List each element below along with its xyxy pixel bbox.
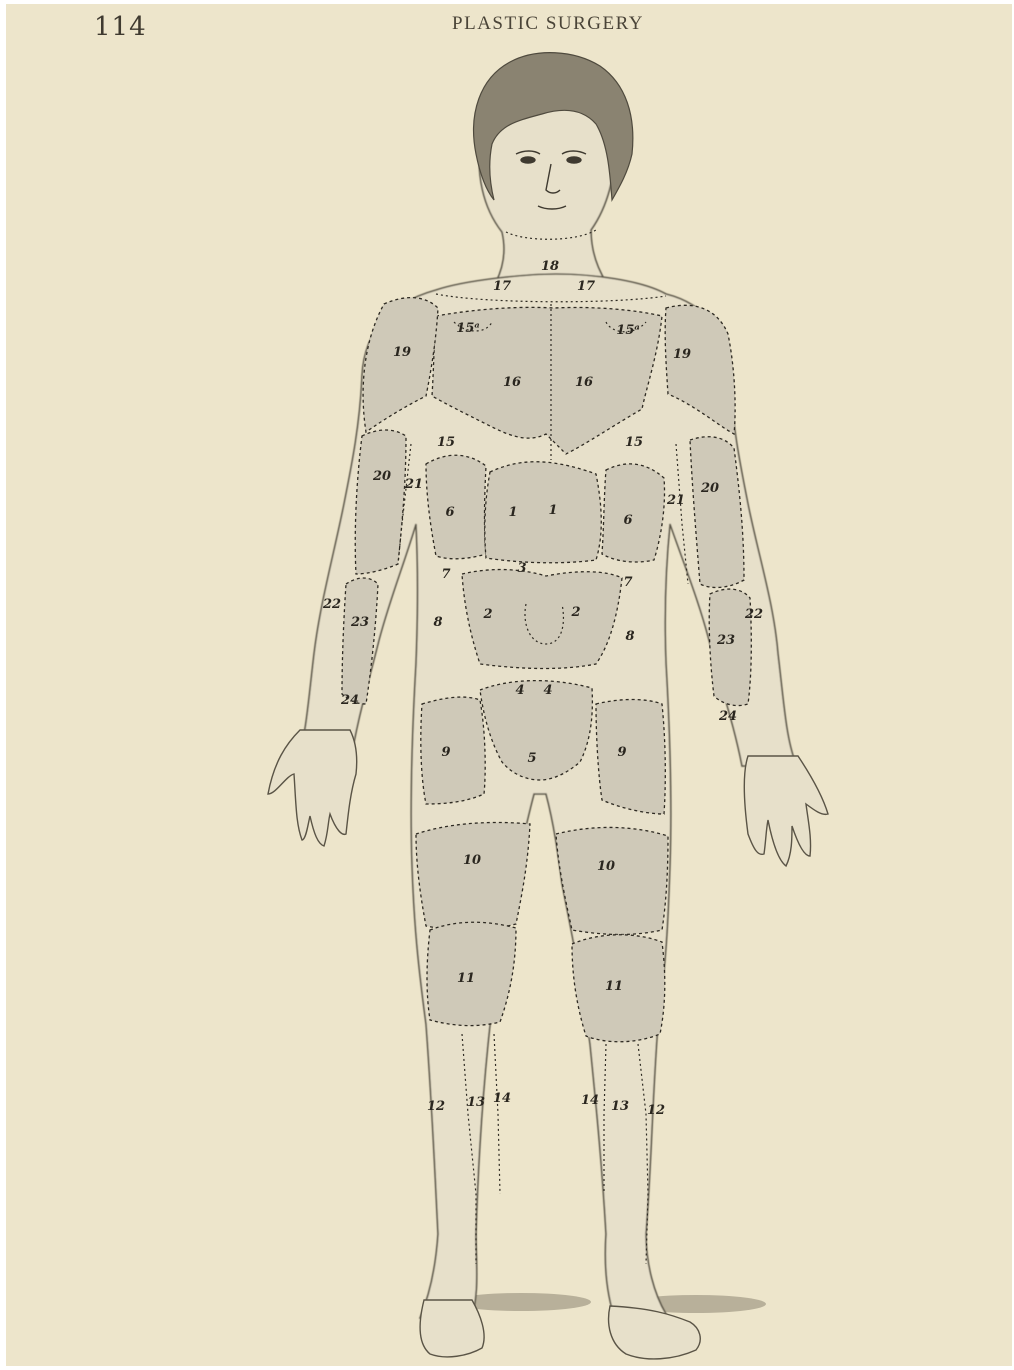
region-6-left	[602, 464, 665, 562]
region-label-15a-right: 15ᵃ	[456, 321, 479, 336]
region-label-12-left: 12	[647, 1103, 665, 1118]
region-label-13-right: 13	[467, 1095, 485, 1110]
region-label-8-left: 8	[625, 629, 634, 644]
region-1	[485, 462, 601, 563]
region-label-19-left: 19	[673, 347, 691, 362]
right-foot	[420, 1300, 484, 1357]
region-9-left	[596, 700, 665, 815]
region-label-23-right: 23	[350, 615, 369, 630]
region-label-21-left: 21	[666, 493, 685, 508]
region-label-9-left: 9	[617, 745, 626, 760]
region-9-right	[421, 697, 485, 804]
region-label-22-right: 22	[322, 597, 341, 612]
body-regions-illustration: 1 1 2 2 3 4 4 5 6 6 7 7 8 8 9 9 10 10 11…	[6, 4, 1012, 1366]
region-label-16-right: 16	[503, 375, 521, 390]
region-label-10-left: 10	[597, 859, 615, 874]
region-6-right	[426, 455, 486, 559]
region-label-11-left: 11	[605, 979, 623, 994]
region-label-15a-left: 15ᵃ	[616, 323, 639, 338]
region-label-23-left: 23	[716, 633, 735, 648]
left-foot	[609, 1306, 701, 1359]
region-label-6-right: 6	[445, 505, 454, 520]
region-label-4-left: 4	[543, 683, 552, 698]
region-20-right	[355, 430, 406, 574]
region-label-2-left: 2	[570, 605, 580, 620]
region-label-20-right: 20	[372, 469, 391, 484]
anatomical-figure: 1 1 2 2 3 4 4 5 6 6 7 7 8 8 9 9 10 10 11…	[6, 4, 1012, 1366]
region-23-right	[342, 578, 378, 704]
region-label-14-left: 14	[581, 1093, 599, 1108]
region-label-17-right: 17	[493, 279, 511, 294]
region-label-11-right: 11	[457, 971, 475, 986]
region-label-1-right: 1	[508, 505, 517, 520]
region-label-21-right: 21	[404, 477, 423, 492]
region-label-3: 3	[517, 561, 526, 576]
region-label-20-left: 20	[700, 481, 719, 496]
region-10-left	[556, 827, 668, 934]
region-label-1-left: 1	[548, 503, 557, 518]
book-page: 114 PLASTIC SURGERY	[6, 4, 1012, 1366]
region-label-4-right: 4	[515, 683, 524, 698]
region-label-5: 5	[527, 751, 536, 766]
region-label-7-right: 7	[441, 567, 450, 582]
region-label-7-left: 7	[623, 575, 632, 590]
region-label-16-left: 16	[575, 375, 593, 390]
left-hand	[744, 756, 828, 866]
region-label-24-left: 24	[718, 709, 737, 724]
region-label-15-right: 15	[437, 435, 455, 450]
region-label-19-right: 19	[393, 345, 411, 360]
region-label-13-left: 13	[611, 1099, 629, 1114]
region-label-18: 18	[541, 259, 559, 274]
region-label-2-right: 2	[482, 607, 492, 622]
region-label-22-left: 22	[744, 607, 763, 622]
region-label-10-right: 10	[463, 853, 481, 868]
region-label-17-left: 17	[577, 279, 595, 294]
region-label-8-right: 8	[433, 615, 442, 630]
region-label-24-right: 24	[340, 693, 359, 708]
region-label-9-right: 9	[441, 745, 450, 760]
region-label-12-right: 12	[427, 1099, 445, 1114]
region-label-14-right: 14	[493, 1091, 511, 1106]
region-label-15-left: 15	[625, 435, 643, 450]
region-label-6-left: 6	[623, 513, 632, 528]
region-10-right	[416, 822, 530, 930]
right-hand	[268, 730, 357, 846]
